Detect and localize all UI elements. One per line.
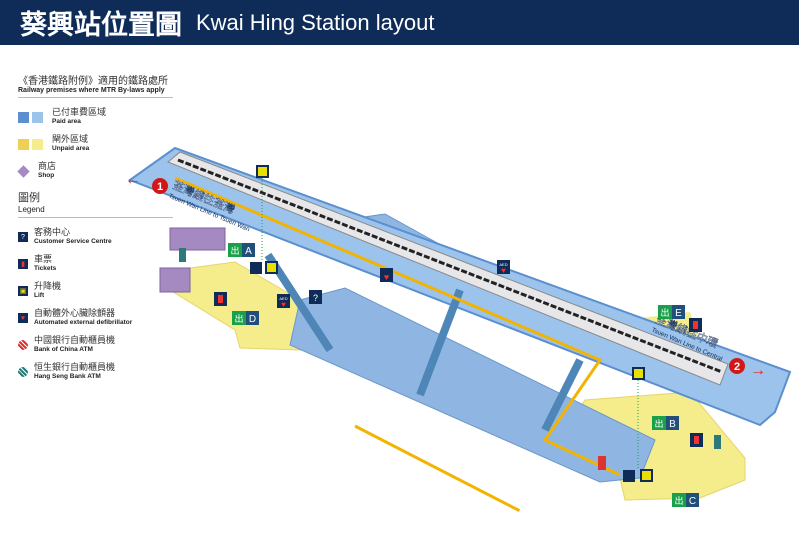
header: 葵興站位置圖 Kwai Hing Station layout bbox=[0, 0, 799, 45]
title-zh: 葵興站位置圖 bbox=[20, 10, 182, 41]
legend-label-en: Lift bbox=[34, 292, 45, 299]
divider bbox=[18, 217, 173, 218]
lift-icon bbox=[265, 261, 278, 274]
boc-atm-icon bbox=[18, 340, 28, 350]
area-label: 閘外區域 bbox=[52, 134, 89, 144]
divider bbox=[18, 97, 173, 98]
aed-icon: AED♥ bbox=[497, 260, 510, 275]
legend-label: 客務中心 bbox=[34, 227, 71, 237]
legend-label-en: Hang Seng Bank ATM bbox=[34, 373, 101, 380]
exit-icon: 出 bbox=[674, 495, 683, 506]
tickets-icon[interactable] bbox=[690, 433, 703, 447]
premises-subtitle: Railway premises where MTR By-laws apply bbox=[18, 87, 165, 94]
boc-atm-icon bbox=[598, 456, 606, 470]
lift-icon: ▣ bbox=[18, 286, 28, 296]
lift-icon bbox=[640, 469, 653, 482]
hang-seng-atm-icon bbox=[18, 367, 28, 377]
legend-label-en: Tickets bbox=[34, 265, 57, 272]
exit-letter: D bbox=[249, 314, 256, 325]
platform-1-number: 1 bbox=[157, 181, 163, 193]
area-label-en: Paid area bbox=[52, 118, 81, 125]
train-icon bbox=[623, 470, 635, 482]
tickets-icon[interactable] bbox=[214, 292, 227, 306]
arrow-left-icon: ← bbox=[125, 171, 141, 188]
shop-block bbox=[169, 227, 226, 251]
area-label: 已付車費區域 bbox=[52, 107, 107, 117]
legend-label: 恒生銀行自動櫃員機 bbox=[34, 362, 116, 372]
svg-text:?: ? bbox=[313, 293, 318, 303]
hang-seng-atm-icon bbox=[714, 435, 721, 449]
aed-icon: ♥ bbox=[380, 268, 393, 282]
area-label-en: Shop bbox=[38, 172, 55, 179]
legend-title: 圖例 bbox=[18, 192, 40, 204]
legend-panel: 《香港鐵路附例》適用的鐵路處所 Railway premises where M… bbox=[17, 72, 218, 390]
tickets-icon: ▮ bbox=[18, 259, 28, 269]
tickets-icon[interactable] bbox=[689, 318, 702, 332]
lift-icon bbox=[256, 165, 269, 178]
aed-label: AED bbox=[279, 296, 287, 301]
legend-label: 車票 bbox=[34, 254, 53, 264]
exit-icon: 出 bbox=[654, 418, 663, 429]
aed-label: AED bbox=[499, 262, 507, 267]
title-en: Kwai Hing Station layout bbox=[196, 9, 435, 35]
legend-label: 自動體外心臟除顫器 bbox=[34, 308, 116, 318]
exit-letter: C bbox=[689, 496, 696, 507]
legend-label-en: Customer Service Centre bbox=[34, 238, 112, 245]
customer-service-icon[interactable]: ? bbox=[309, 290, 322, 304]
aed-icon: AED♥ bbox=[277, 294, 290, 309]
stair bbox=[416, 288, 464, 397]
svg-text:♥: ♥ bbox=[384, 272, 389, 282]
arrow-right-icon: → bbox=[750, 362, 766, 379]
platform-1-badge bbox=[152, 178, 168, 194]
svg-text:♥: ♥ bbox=[281, 300, 286, 309]
customer-service-icon: ? bbox=[18, 232, 28, 242]
legend-label: 中國銀行自動櫃員機 bbox=[34, 335, 116, 345]
legend-label-en: Automated external defibrillator bbox=[34, 319, 133, 326]
stair bbox=[541, 358, 584, 432]
route-arrow bbox=[354, 424, 521, 513]
aed-icon: ♥ bbox=[18, 313, 28, 323]
legend-label: 升降機 bbox=[34, 281, 62, 291]
exit-icon: 出 bbox=[230, 245, 239, 256]
train-windows bbox=[177, 158, 723, 374]
unpaid-area-left bbox=[159, 261, 331, 351]
shop-block bbox=[159, 267, 191, 293]
train-icon bbox=[250, 262, 262, 274]
area-label: 商店 bbox=[38, 161, 57, 171]
exit-letter: E bbox=[675, 308, 682, 319]
exit-icon: 出 bbox=[660, 307, 669, 318]
svg-text:♥: ♥ bbox=[501, 266, 506, 275]
exit-letter: A bbox=[245, 246, 252, 257]
area-label-en: Unpaid area bbox=[52, 145, 90, 152]
exit-letter: B bbox=[669, 419, 676, 430]
legend-label-en: Bank of China ATM bbox=[34, 346, 93, 353]
lift-icon bbox=[632, 367, 645, 380]
legend-subtitle: Legend bbox=[18, 205, 45, 214]
platform-2-badge bbox=[729, 358, 745, 374]
platform-2-number: 2 bbox=[734, 361, 740, 373]
platform bbox=[127, 146, 792, 427]
hang-seng-atm-icon bbox=[179, 248, 186, 262]
stair bbox=[264, 252, 334, 353]
exit-icon: 出 bbox=[234, 313, 243, 324]
premises-title: 《香港鐵路附例》適用的鐵路處所 bbox=[18, 76, 168, 87]
